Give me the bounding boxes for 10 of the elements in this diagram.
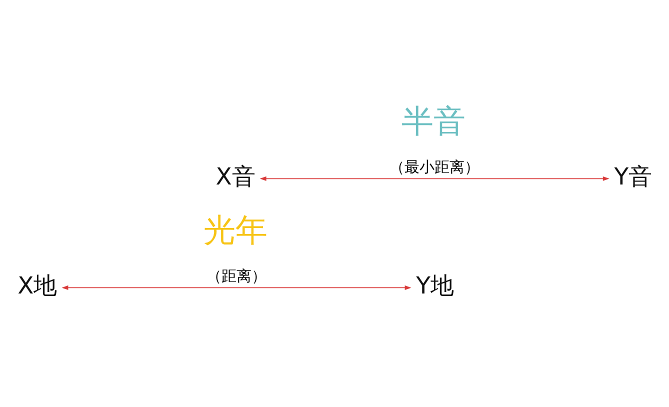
- label: 光年: [203, 212, 268, 249]
- node-text: Y地: [416, 272, 454, 300]
- edge-label: （距离）: [206, 267, 266, 286]
- edge-label: （最小距离）: [390, 158, 480, 176]
- node-text: Y音: [614, 162, 652, 191]
- arrow: [62, 285, 412, 290]
- node-text: X地: [18, 272, 57, 300]
- label: 半音: [401, 104, 466, 140]
- node-text: X音: [216, 162, 255, 191]
- arrow: [260, 176, 610, 181]
